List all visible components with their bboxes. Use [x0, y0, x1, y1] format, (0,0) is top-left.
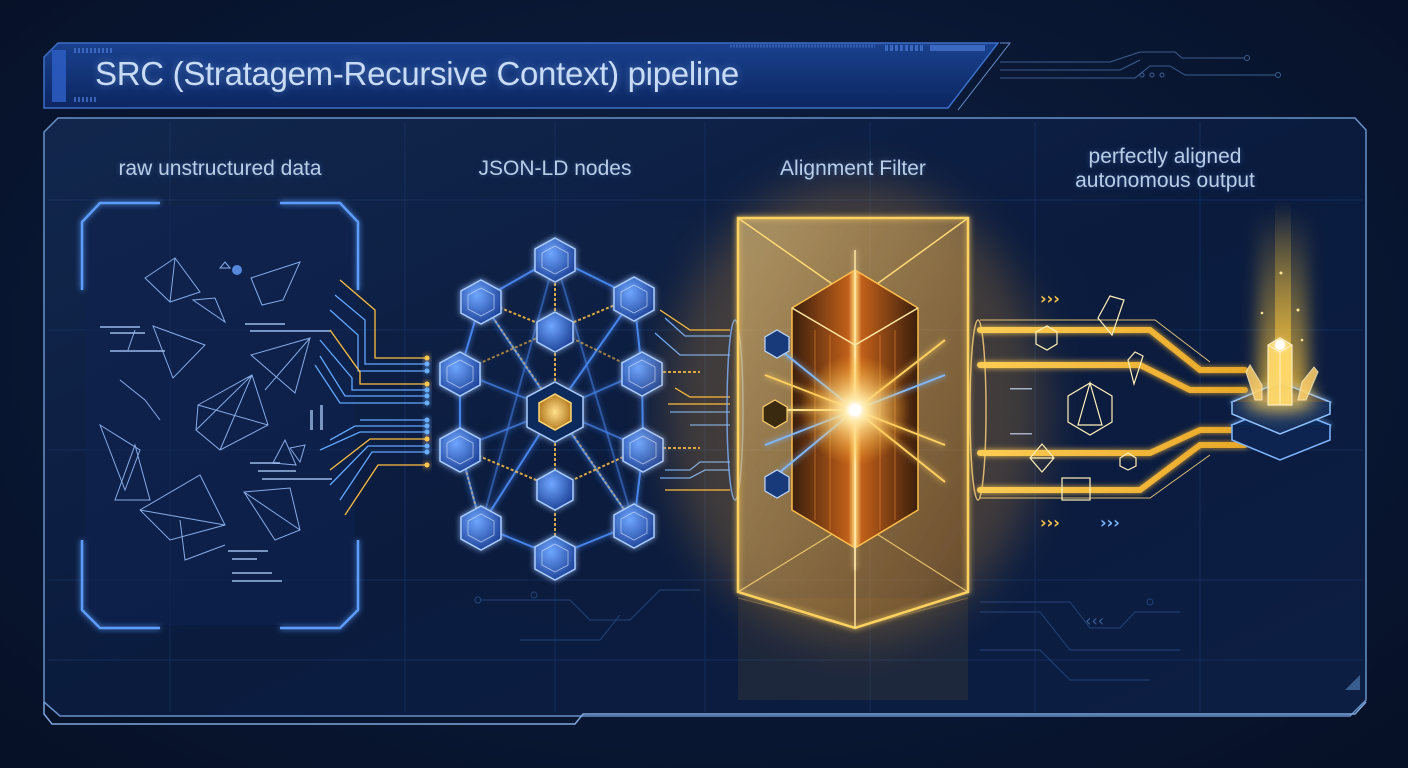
flow-chevron-bottom-left: ›››: [1040, 513, 1060, 532]
crystal-platform-icon: [1230, 200, 1333, 461]
output-streams: ››› ››› ›››: [975, 289, 1250, 532]
flow-chevron-top: ›››: [1040, 289, 1060, 308]
raw-data-panel: [80, 201, 430, 630]
scattered-polyhedra-icon: [98, 257, 311, 561]
hexagon-network-icon: [439, 237, 664, 581]
flow-chevron-bottom-right: ›››: [1100, 513, 1120, 532]
stage-label-jsonld-nodes: JSON-LD nodes: [478, 157, 632, 180]
stage-label-raw-data: raw unstructured data: [118, 157, 322, 180]
header-banner: [43, 42, 1012, 111]
alignment-filter-prism: [665, 180, 1045, 700]
stage-label-output-line1: perfectly aligned: [1088, 145, 1242, 168]
footer-chevrons: ‹‹‹: [1085, 611, 1104, 630]
stage-label-alignment-filter: Alignment Filter: [780, 157, 926, 180]
page-title: SRC (Stratagem-Recursive Context) pipeli…: [95, 55, 739, 92]
stage-label-output-line2: autonomous output: [1075, 169, 1255, 192]
jsonld-network: [439, 237, 730, 581]
stage-label-output: perfectly aligned autonomous output: [1030, 145, 1300, 193]
